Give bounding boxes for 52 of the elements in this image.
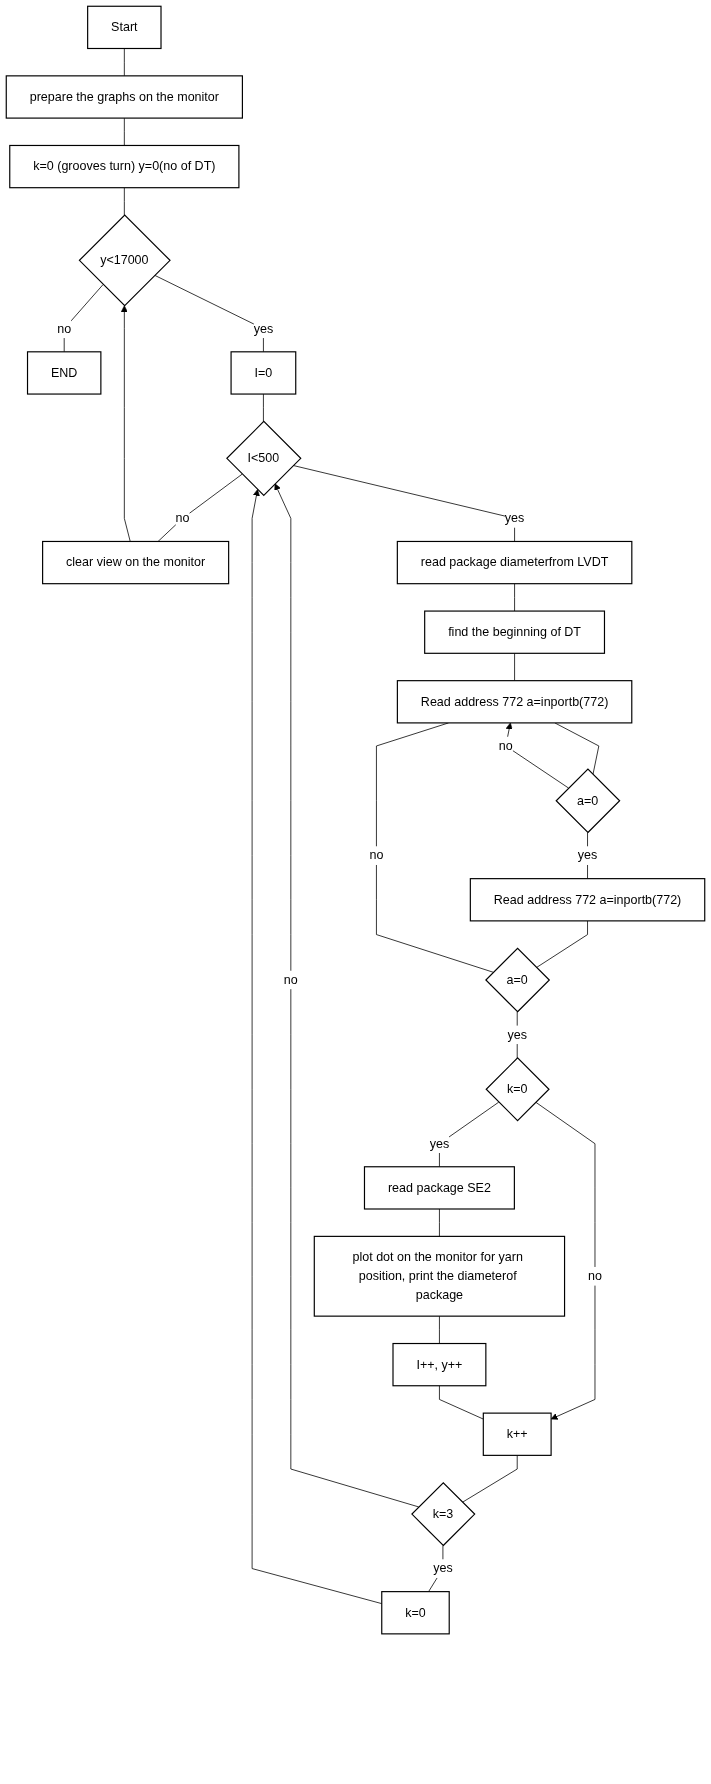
connector xyxy=(263,393,264,422)
connector xyxy=(516,1011,518,1059)
connector xyxy=(439,1315,440,1344)
node-diamond: a=0 xyxy=(485,947,551,1013)
edge-label: no xyxy=(498,738,513,753)
node-box: find the beginning of DT xyxy=(424,610,606,654)
connector xyxy=(439,1208,440,1237)
node-box: read package SE2 xyxy=(363,1166,515,1210)
connector xyxy=(462,1454,518,1503)
connector xyxy=(514,652,515,682)
connector xyxy=(63,284,104,353)
connector xyxy=(439,1385,484,1420)
node-diamond: k=0 xyxy=(485,1057,550,1122)
node-box: Read address 772 a=inportb(772) xyxy=(469,878,706,922)
node-box: I=0 xyxy=(230,351,297,395)
node-box: prepare the graphs on the monitor xyxy=(5,75,243,119)
connector xyxy=(292,465,515,542)
node-diamond: I<500 xyxy=(226,420,302,497)
node-box: END xyxy=(26,351,102,395)
connector xyxy=(554,722,600,775)
edge-label: yes xyxy=(253,321,274,335)
connector xyxy=(157,473,243,542)
edge-label: no xyxy=(588,1269,602,1283)
node-box: I++, y++ xyxy=(392,1342,487,1387)
edge-label: yes xyxy=(429,1136,450,1150)
edge-label: yes xyxy=(507,1027,527,1042)
edge-label: no xyxy=(57,321,72,335)
edge-label: no xyxy=(283,972,298,987)
node-box: k++ xyxy=(482,1412,552,1456)
node-diamond: k=3 xyxy=(411,1481,476,1547)
connector xyxy=(376,722,494,973)
node-box: plot dot on the monitor for yarn position, print the diameterof package xyxy=(313,1235,566,1317)
node-box: Read address 772 a=inportb(772) xyxy=(396,680,633,724)
edge-label: yes xyxy=(433,1561,453,1575)
connector xyxy=(439,1101,500,1168)
connector xyxy=(123,117,125,146)
edge-label: no xyxy=(175,511,190,525)
connector xyxy=(536,920,588,968)
node-box: clear view on the monitor xyxy=(42,540,230,585)
node-box: k=0 (grooves turn) y=0(no of DT) xyxy=(9,144,240,189)
node-diamond: a=0 xyxy=(555,768,621,834)
node-box: k=0 xyxy=(381,1591,450,1635)
node-diamond: y<17000 xyxy=(78,214,171,307)
connector xyxy=(123,48,125,77)
connector xyxy=(514,583,515,612)
edge-label: no xyxy=(369,848,384,862)
connector xyxy=(123,187,125,216)
edge-label: yes xyxy=(577,848,598,862)
node-box: read package diameterfrom LVDT xyxy=(396,540,633,585)
node-box: Start xyxy=(87,5,162,50)
connector xyxy=(154,274,264,353)
edge-label: yes xyxy=(504,511,525,525)
